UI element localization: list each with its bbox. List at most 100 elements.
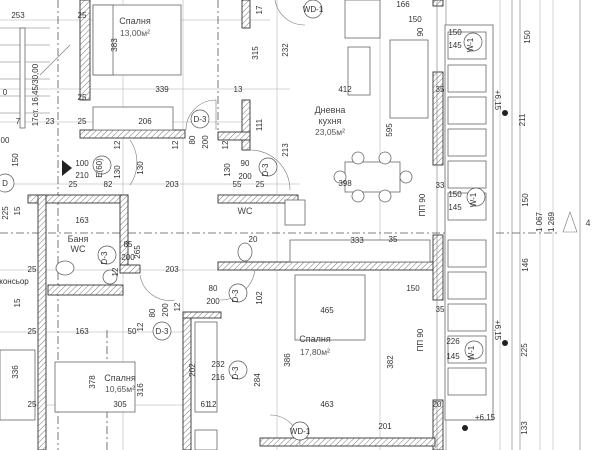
stair-label: 17ст. 16,45/30,00: [31, 63, 40, 126]
dimension-label: 203: [165, 180, 179, 189]
room-name: Баня: [68, 234, 89, 244]
room-area: 17,80м²: [300, 347, 330, 357]
window-bays: [447, 31, 487, 396]
dimension-label: 90: [416, 27, 425, 36]
tag-circle: [228, 283, 248, 303]
dimension-label: 15: [13, 206, 22, 215]
dimension-label: 80: [148, 308, 157, 317]
dimension-label: 82: [104, 180, 113, 189]
dimension-label: 163: [75, 216, 89, 225]
element-tag: W-1: [466, 37, 475, 52]
room-labels: Спалня13,00м²Дневнакухня23,05м²БаняWCСпа…: [0, 16, 591, 394]
dimension-label: 150: [406, 284, 420, 293]
dimension-label: 465: [320, 306, 334, 315]
dimension-label: 145: [448, 203, 462, 212]
dimension-label: 80: [188, 135, 197, 144]
dimension-label: 50: [128, 327, 137, 336]
concierge-label: консьор: [0, 277, 29, 286]
room-name: WC: [238, 206, 253, 216]
dimension-label: 200: [238, 172, 252, 181]
tag-circle: [258, 157, 278, 177]
tag-circle: [190, 109, 210, 129]
dimension-label: +6,15: [493, 90, 502, 111]
dimension-label: 130: [223, 163, 232, 177]
room-area: 10,65м²: [105, 384, 135, 394]
shower: [284, 199, 306, 226]
dimension-label: 150: [448, 190, 462, 199]
dimension-label: 145: [448, 41, 462, 50]
dimension-label: 133: [520, 421, 529, 435]
dimension-label: 200: [161, 303, 170, 317]
dimension-label: 166: [396, 0, 410, 9]
dimension-label: 150: [448, 28, 462, 37]
element-tag: D: [2, 179, 8, 188]
dimension-label: 333: [350, 236, 364, 245]
dimension-label: 00: [1, 136, 10, 145]
dimension-label: 146: [521, 258, 530, 272]
dimension-label: 35: [436, 305, 445, 314]
element-tag: W-1: [469, 192, 478, 207]
dimension-label: 284: [253, 373, 262, 387]
dimension-label: 382: [386, 355, 395, 369]
room-name: WC: [71, 244, 86, 254]
dimension-label: 232: [281, 43, 290, 57]
dimension-label: 25: [69, 180, 78, 189]
dimension-label: 232: [211, 360, 225, 369]
dimension-label: 253: [11, 11, 25, 20]
dimension-label: 130: [113, 165, 122, 179]
dimension-label: 33: [436, 181, 445, 190]
dimension-label: 1 269: [547, 211, 556, 232]
bed: [54, 361, 136, 413]
dimension-label: 35: [436, 85, 445, 94]
dimension-label: 150: [521, 193, 530, 207]
dimension-label: 201: [378, 422, 392, 431]
dimension-label: 25: [28, 327, 37, 336]
dimension-label: 210: [75, 171, 89, 180]
furniture: [0, 0, 431, 450]
dimension-label: 203: [165, 265, 179, 274]
tag-circle: [97, 245, 117, 265]
element-tag: D-3: [194, 115, 207, 124]
tv-unit: [347, 46, 371, 96]
dimension-label: 206: [138, 117, 152, 126]
dimension-label: 130: [136, 161, 145, 175]
entrance-arrow: [62, 160, 72, 176]
room-area: 23,05м²: [315, 127, 345, 137]
dimension-label: 383: [110, 38, 119, 52]
dimension-label: 90: [241, 159, 250, 168]
dimension-label: 20: [249, 235, 258, 244]
stairs: [0, 27, 71, 129]
dimension-label: 305: [113, 400, 127, 409]
dimension-label: 85: [124, 240, 133, 249]
dimension-label: 200: [206, 297, 220, 306]
dimension-label: 12: [171, 140, 180, 149]
dimension-label: 412: [338, 85, 352, 94]
walls: [27, 0, 444, 450]
dimension-label: 211: [518, 113, 527, 126]
dimension-label: 386: [283, 353, 292, 367]
dimension-label: 163: [75, 327, 89, 336]
dimension-label: 216: [211, 373, 225, 382]
element-tag: E(60): [95, 158, 104, 178]
dimension-label: 12: [221, 140, 230, 149]
dimension-label: 25: [78, 117, 87, 126]
dimension-label: 25: [78, 93, 87, 102]
room-name: Спалня: [299, 334, 331, 344]
wardrobe: [92, 106, 174, 131]
dimension-label: 0: [3, 88, 8, 97]
sofa: [389, 39, 429, 119]
tag-circle: [303, 0, 323, 19]
armchair: [344, 0, 381, 39]
dimension-label: 25: [256, 180, 265, 189]
dimension-label: 12: [111, 267, 120, 276]
element-tag: D-3: [156, 327, 169, 336]
dimension-label: ПП 90: [416, 328, 425, 351]
wardrobe: [194, 321, 218, 413]
dimension-label: 12: [173, 302, 182, 311]
dining-table: [344, 161, 401, 193]
dimension-label: 202: [188, 363, 197, 377]
dimension-label: 265: [133, 245, 142, 259]
dimension-label: 23: [46, 117, 55, 126]
element-tag: D-3: [231, 366, 240, 379]
